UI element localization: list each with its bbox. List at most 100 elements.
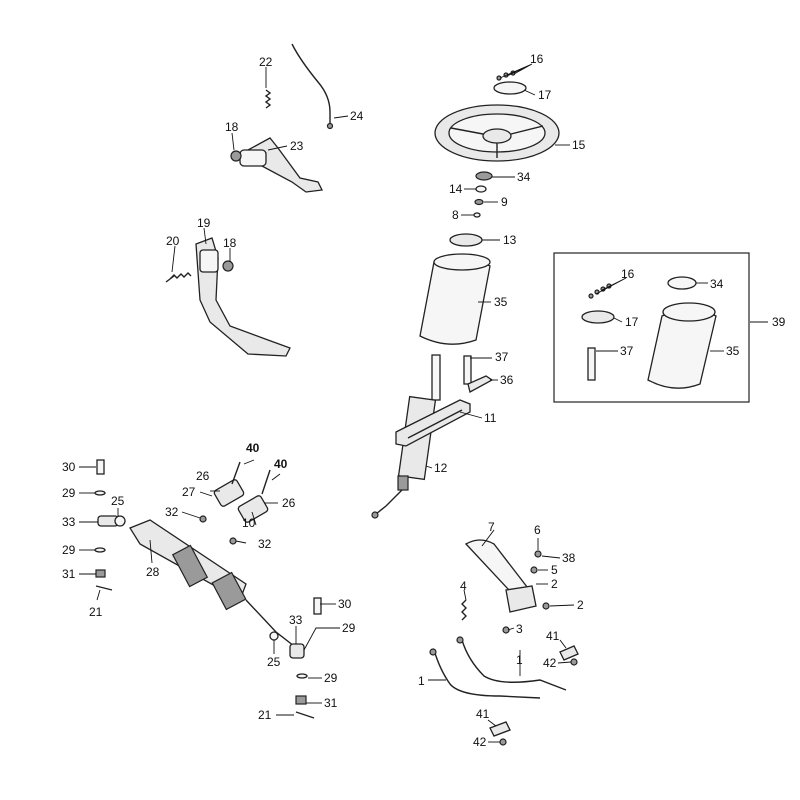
callout-19: 19 bbox=[197, 216, 211, 230]
lever-spring bbox=[461, 599, 467, 621]
callout-40: 40 bbox=[246, 441, 260, 455]
brake-cable-2 bbox=[461, 639, 567, 691]
tie-rod-nut bbox=[95, 569, 106, 578]
cotter-pin-right bbox=[295, 711, 315, 719]
column-bracket-tab bbox=[463, 355, 472, 385]
callout-2: 2 bbox=[577, 598, 584, 612]
callout-33: 33 bbox=[62, 515, 76, 529]
callout-30: 30 bbox=[62, 460, 76, 474]
brake-cable-1 bbox=[433, 649, 541, 699]
kit-screw bbox=[588, 293, 594, 299]
clamp-bolt bbox=[229, 537, 237, 545]
tie-rod-right bbox=[245, 599, 295, 647]
tie-rod-nut-right bbox=[295, 695, 307, 705]
callout-42: 42 bbox=[473, 735, 487, 749]
throttle-cable-end bbox=[326, 122, 334, 130]
callout-12: 12 bbox=[434, 461, 448, 475]
callout-31: 31 bbox=[62, 567, 76, 581]
tie-rod-washer bbox=[94, 490, 106, 496]
brake-pedal-bracket bbox=[199, 249, 219, 273]
callout-41: 41 bbox=[546, 629, 560, 643]
callout-17: 17 bbox=[538, 88, 552, 102]
callout-10: 10 bbox=[242, 516, 256, 530]
callout-34: 34 bbox=[517, 170, 531, 184]
clip-screw bbox=[570, 658, 578, 666]
brake-return-spring bbox=[165, 272, 192, 283]
callout-28: 28 bbox=[146, 565, 160, 579]
universal-joint bbox=[397, 475, 409, 491]
callout-17: 17 bbox=[625, 315, 639, 329]
tie-rod-washer-right bbox=[296, 673, 308, 679]
callout-36: 36 bbox=[500, 373, 514, 387]
callout-33: 33 bbox=[289, 613, 303, 627]
lever-nut bbox=[542, 602, 550, 610]
callout-29: 29 bbox=[324, 671, 338, 685]
callout-11: 11 bbox=[484, 411, 497, 425]
callout-32: 32 bbox=[258, 537, 272, 551]
callout-18: 18 bbox=[225, 120, 239, 134]
wheel-center-cap bbox=[493, 81, 527, 95]
steering-column-group bbox=[371, 70, 560, 519]
tie-rod-washer bbox=[94, 547, 106, 553]
cotter-pin bbox=[95, 585, 113, 591]
callout-7: 7 bbox=[488, 520, 495, 534]
tie-rod-locknut bbox=[114, 515, 126, 527]
steering-shaft-upper bbox=[431, 354, 441, 401]
callout-6: 6 bbox=[534, 523, 541, 537]
callout-24: 24 bbox=[350, 109, 364, 123]
cable-end bbox=[456, 636, 464, 644]
tie-rod-jam-nut bbox=[269, 631, 279, 641]
cable-clip bbox=[559, 645, 579, 661]
callout-8: 8 bbox=[452, 208, 459, 222]
pedal-clip bbox=[230, 150, 242, 162]
leader-lines bbox=[79, 63, 768, 743]
pedal-pivot-bushing bbox=[239, 149, 267, 167]
callout-29: 29 bbox=[62, 543, 76, 557]
brake-pedal-group bbox=[165, 237, 291, 357]
wheel-nut bbox=[475, 171, 493, 181]
callout-26: 26 bbox=[282, 496, 296, 510]
steering-rack-group bbox=[94, 459, 322, 719]
callout-31: 31 bbox=[324, 696, 338, 710]
washer bbox=[475, 185, 487, 193]
brake-pedal-clip bbox=[222, 260, 234, 272]
kit-nut-cap bbox=[667, 276, 697, 290]
lever-bolt bbox=[534, 550, 542, 558]
throttle-cable bbox=[291, 43, 331, 124]
callout-23: 23 bbox=[290, 139, 304, 153]
callout-26: 26 bbox=[196, 469, 210, 483]
column-cover-top bbox=[433, 253, 491, 271]
tie-rod-bolt bbox=[96, 459, 105, 475]
callout-32: 32 bbox=[165, 505, 179, 519]
callout-25: 25 bbox=[111, 494, 125, 508]
callout-13: 13 bbox=[503, 233, 517, 247]
lever-washer bbox=[530, 566, 538, 574]
callout-37: 37 bbox=[620, 344, 634, 358]
tie-rod-end-right bbox=[289, 643, 305, 659]
clamp-bolt bbox=[199, 515, 207, 523]
clip-screw bbox=[499, 738, 507, 746]
steering-shaft-lower bbox=[375, 489, 403, 515]
callout-15: 15 bbox=[572, 138, 586, 152]
callout-25: 25 bbox=[267, 655, 281, 669]
tie-rod-bolt-right bbox=[313, 597, 322, 615]
callout-29: 29 bbox=[62, 486, 76, 500]
callout-4: 4 bbox=[460, 579, 467, 593]
callout-40: 40 bbox=[274, 457, 288, 471]
callout-5: 5 bbox=[551, 563, 558, 577]
callout-9: 9 bbox=[501, 195, 508, 209]
callout-38: 38 bbox=[562, 551, 576, 565]
accelerator-pedal-group bbox=[230, 43, 334, 193]
kit-center-cap bbox=[581, 310, 615, 324]
kit-frame bbox=[553, 252, 750, 403]
callout-39: 39 bbox=[772, 315, 786, 329]
callout-21: 21 bbox=[89, 605, 103, 619]
callout-3: 3 bbox=[516, 622, 523, 636]
kit-column-cover-top bbox=[662, 302, 716, 322]
mounting-plate-fold bbox=[407, 409, 463, 439]
callout-21: 21 bbox=[258, 708, 272, 722]
callout-20: 20 bbox=[166, 234, 180, 248]
callout-42: 42 bbox=[543, 656, 557, 670]
lever-ratchet bbox=[505, 585, 537, 613]
